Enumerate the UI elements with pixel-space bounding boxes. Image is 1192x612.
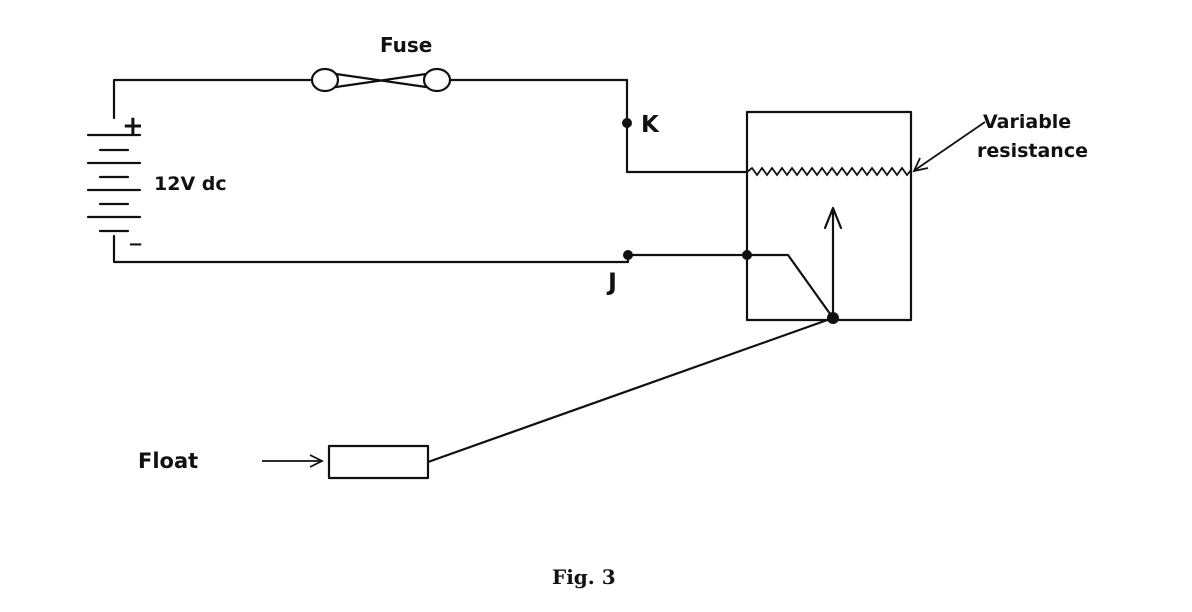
k-wire bbox=[625, 78, 749, 174]
battery-symbol bbox=[86, 133, 142, 233]
top-wire bbox=[112, 78, 629, 120]
float-box bbox=[327, 444, 430, 480]
battery-voltage-label: 12V dc bbox=[154, 173, 227, 195]
node-k bbox=[622, 118, 632, 128]
battery-minus-label: − bbox=[128, 234, 143, 255]
float-pointer-arrow bbox=[262, 454, 325, 468]
figure-caption: Fig. 3 bbox=[552, 565, 616, 589]
pivot-linkage bbox=[745, 253, 835, 320]
float-arm bbox=[426, 316, 835, 464]
battery-plus-label: + bbox=[122, 111, 144, 141]
fuse-label: Fuse bbox=[380, 33, 432, 57]
variable-resistance-label-line1: Variable bbox=[983, 111, 1071, 133]
node-j bbox=[623, 250, 633, 260]
node-j-label: J bbox=[606, 268, 617, 296]
resistor-zigzag bbox=[746, 166, 912, 177]
float-label: Float bbox=[138, 449, 198, 473]
variable-resistance-pointer-arrow bbox=[912, 121, 986, 173]
wiper-arrow-head bbox=[823, 206, 843, 230]
node-k-label: K bbox=[641, 112, 660, 138]
bottom-wire bbox=[112, 234, 749, 264]
variable-resistance-label-line2: resistance bbox=[977, 140, 1088, 162]
fuse-symbol bbox=[310, 67, 452, 93]
